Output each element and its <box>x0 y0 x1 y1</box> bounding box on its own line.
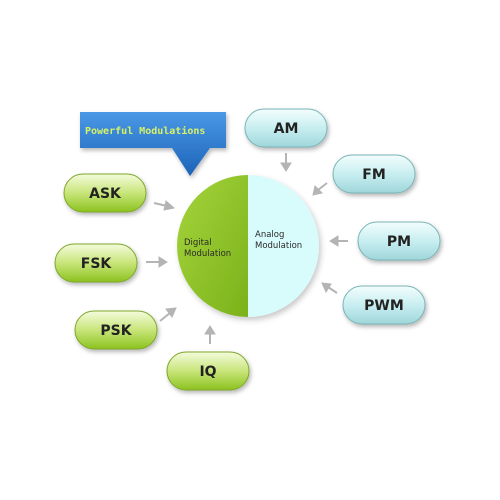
analog-pill-am[interactable]: AM <box>244 108 328 148</box>
arrow-pm-icon <box>329 235 348 247</box>
digital-pill-ask-label: ASK <box>89 186 122 202</box>
digital-pill-iq[interactable]: IQ <box>166 351 250 391</box>
arrow-fsk-icon <box>146 256 168 268</box>
digital-pill-iq-label: IQ <box>199 364 216 380</box>
arrow-pwm-icon <box>321 282 338 294</box>
digital-pill-psk[interactable]: PSK <box>74 310 158 350</box>
arrows <box>146 153 348 344</box>
analog-pill-pwm[interactable]: PWM <box>342 285 426 325</box>
digital-pill-fsk-label: FSK <box>81 256 113 272</box>
analog-label-line1: Analog <box>255 230 284 240</box>
digital-label-line2: Modulation <box>184 249 231 259</box>
analog-pill-pm[interactable]: PM <box>357 221 441 261</box>
digital-pill-psk-label: PSK <box>100 323 132 339</box>
digital-label-line1: Digital <box>184 238 212 248</box>
analog-half <box>248 175 319 317</box>
digital-pill-ask[interactable]: ASK <box>63 173 147 213</box>
digital-pill-fsk[interactable]: FSK <box>54 243 138 283</box>
arrow-iq-icon <box>204 325 216 344</box>
analog-pill-fm-label: FM <box>362 167 386 183</box>
analog-pill-pm-label: PM <box>387 234 411 250</box>
analog-pill-pwm-label: PWM <box>364 298 404 314</box>
callout-bubble <box>80 112 226 176</box>
arrow-fm-icon <box>312 182 328 196</box>
analog-pill-fm[interactable]: FM <box>332 154 416 194</box>
arrow-psk-icon <box>159 307 177 322</box>
digital-half <box>177 175 248 317</box>
callout-text: Powerful Modulations <box>85 125 205 137</box>
analog-pill-am-label: AM <box>274 121 299 137</box>
analog-label-line2: Modulation <box>255 241 302 251</box>
arrow-ask-icon <box>153 200 176 211</box>
modulation-circle <box>177 175 319 317</box>
arrow-am-icon <box>280 153 292 172</box>
